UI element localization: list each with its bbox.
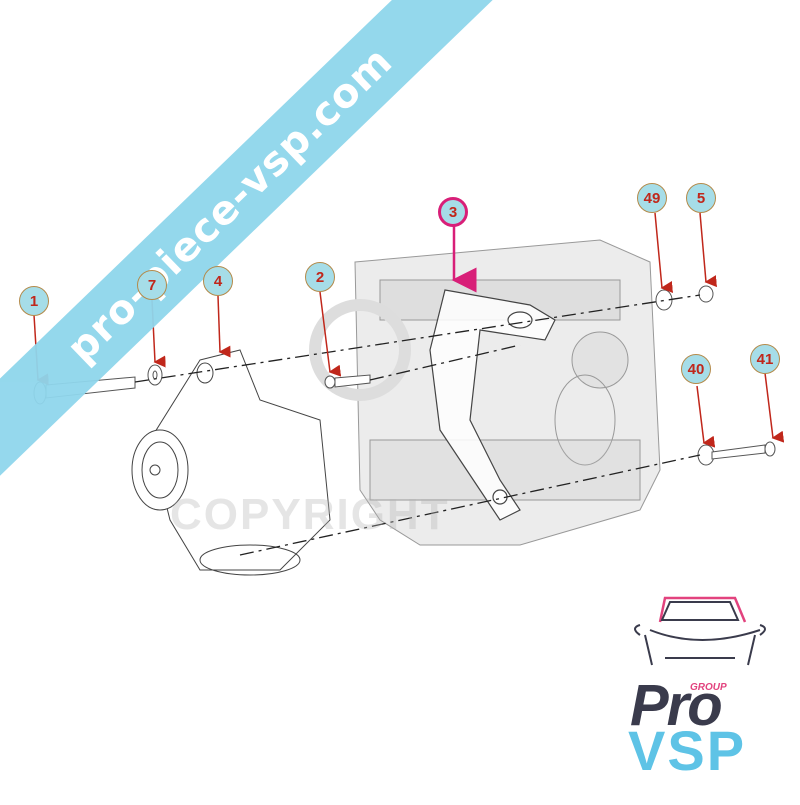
car-outline-icon [634,596,766,666]
callout-41[interactable]: 41 [750,344,780,374]
callout-2[interactable]: 2 [305,262,335,292]
callout-7[interactable]: 7 [137,270,167,300]
engine-block [309,239,661,546]
copyright-watermark: COPYRIGHT [170,490,450,539]
callout-49[interactable]: 49 [637,183,667,213]
callout-40[interactable]: 40 [681,354,711,384]
callout-4[interactable]: 4 [203,266,233,296]
callout-3-highlighted[interactable]: 3 [438,197,468,227]
alternator [131,349,331,576]
callout-5[interactable]: 5 [686,183,716,213]
logo-pro-text: Pro [630,673,723,738]
logo-group-label: GROUP [690,682,727,693]
assembly-axis-lines [134,294,701,556]
pro-vsp-logo: GROUP Pro VSP [610,590,790,782]
logo-vsp-text: VSP [628,719,747,782]
callout-1[interactable]: 1 [19,286,49,316]
